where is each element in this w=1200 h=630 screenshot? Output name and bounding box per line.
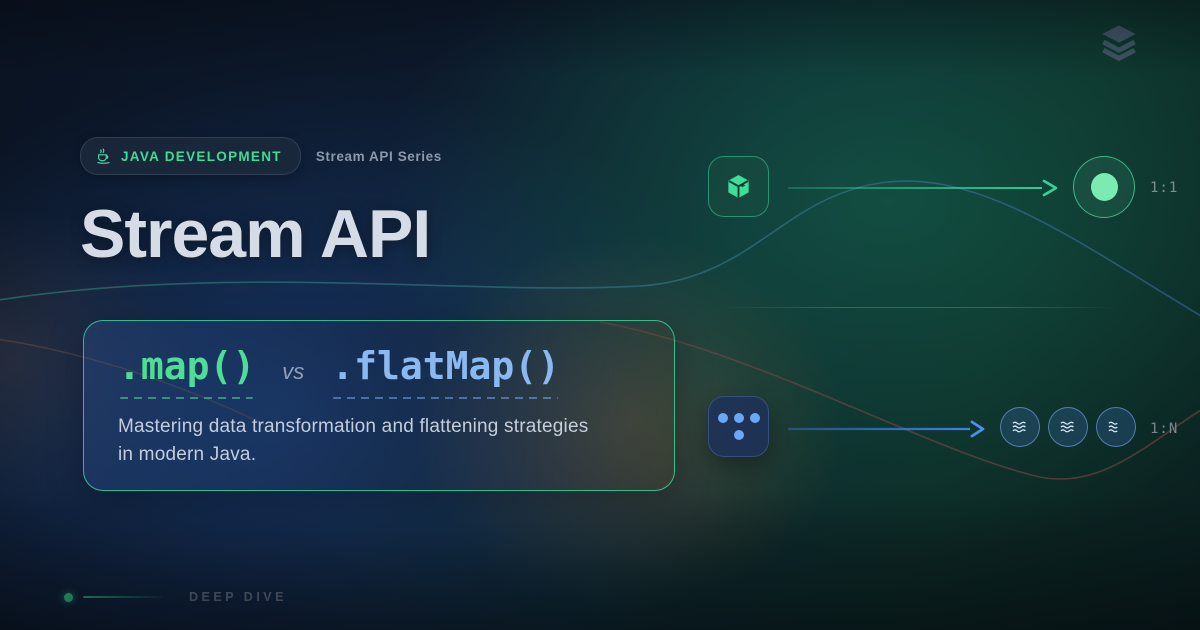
- java-coffee-cup-icon: [97, 148, 110, 164]
- grid-dots-icon: [717, 413, 760, 440]
- stream-waves-circle: [1096, 407, 1136, 447]
- stream-waves-circle: [1000, 407, 1040, 447]
- flatmap-result-circles: [1000, 407, 1136, 447]
- wave-curve-red: [599, 321, 1200, 480]
- footer-label: DEEP DIVE: [189, 590, 287, 604]
- flatmap-source-tile: [708, 396, 769, 457]
- footer-dot-icon: [64, 592, 73, 602]
- category-badge: JAVA DEVELOPMENT: [80, 137, 301, 175]
- comparison-card: .map() vs .flatMap() Mastering data tran…: [83, 320, 675, 491]
- footer: DEEP DIVE: [64, 590, 287, 604]
- series-label: Stream API Series: [315, 148, 442, 164]
- flatmap-arrow-icon: [788, 420, 985, 438]
- page-title: Stream API: [80, 196, 431, 272]
- description-line-2: in modern Java.: [118, 444, 257, 465]
- cube-icon: [728, 175, 749, 198]
- methods-row: .map() vs .flatMap(): [118, 344, 674, 399]
- map-arrow-icon: [788, 179, 1058, 197]
- map-result-circle: [1073, 156, 1135, 218]
- filled-dot-icon: [1090, 173, 1118, 201]
- map-ratio-label: 1:1: [1150, 180, 1179, 196]
- waves-icon: [1107, 421, 1118, 433]
- badge-label: JAVA DEVELOPMENT: [121, 148, 282, 164]
- stream-waves-circle: [1048, 407, 1088, 447]
- header-row: JAVA DEVELOPMENT Stream API Series: [80, 137, 442, 175]
- method-flatmap: .flatMap(): [331, 344, 561, 399]
- waves-icon: [1059, 421, 1074, 433]
- description-line-1: Mastering data transformation and flatte…: [118, 416, 589, 437]
- flatmap-ratio-label: 1:N: [1150, 421, 1179, 437]
- map-source-tile: [708, 156, 769, 217]
- method-map: .map(): [118, 344, 256, 399]
- versus-label: vs: [282, 359, 305, 384]
- diagram-divider: [722, 307, 1117, 308]
- waves-icon: [1011, 421, 1026, 433]
- card-description: Mastering data transformation and flatte…: [118, 413, 674, 469]
- layers-icon: [1102, 25, 1136, 62]
- footer-line: [83, 596, 163, 598]
